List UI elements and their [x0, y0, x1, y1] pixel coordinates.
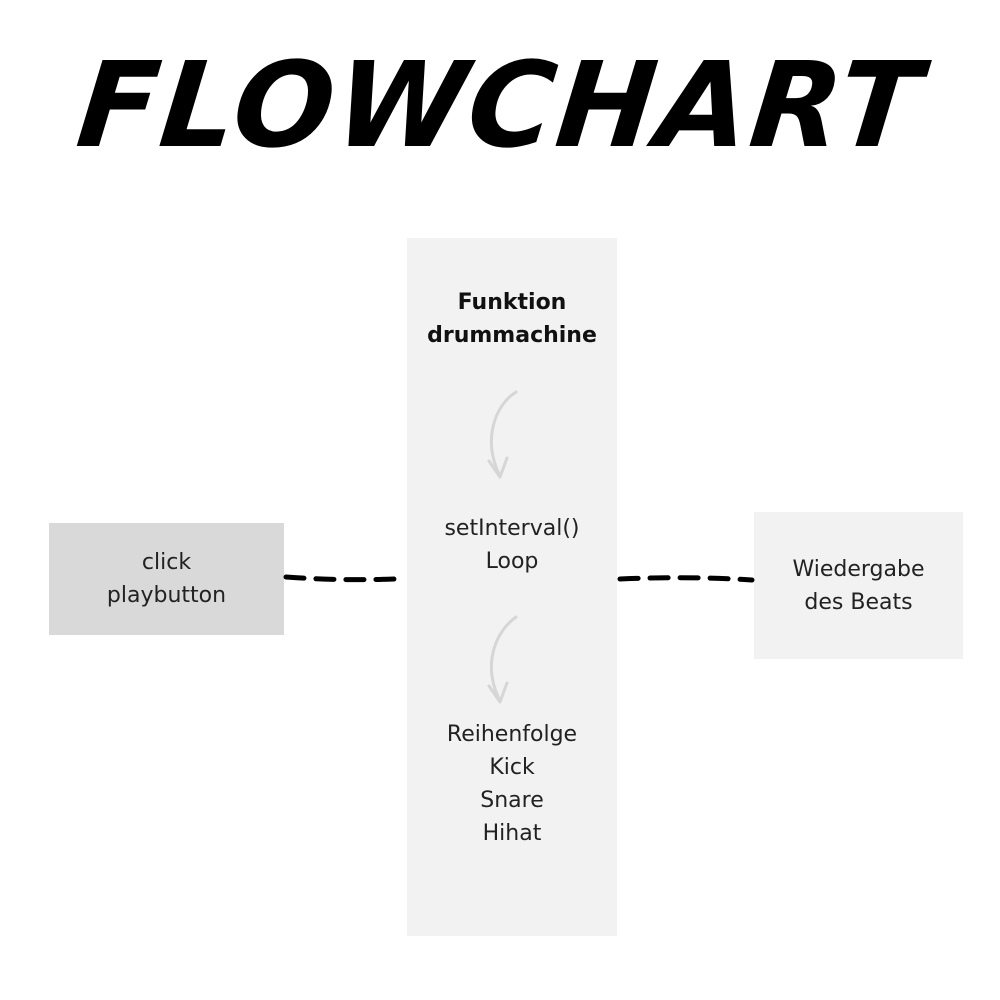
node-click-playbutton: click playbutton [49, 523, 284, 635]
node-left-line-2: playbutton [106, 583, 227, 608]
function-title-line-1: Funktion [457, 290, 567, 315]
order-line-1: Reihenfolge [446, 722, 578, 747]
curved-arrow-2-icon [490, 615, 518, 703]
order-line-3: Snare [480, 788, 544, 813]
connector-center-to-right [617, 575, 755, 583]
node-left-line-1: click [141, 550, 192, 575]
node-right-line-1: Wiedergabe [792, 556, 925, 582]
node-interval-loop: setInterval() Loop [407, 512, 617, 578]
order-line-4: Hihat [482, 821, 542, 846]
connector-left-to-center [283, 574, 398, 583]
function-title-line-2: drummachine [427, 323, 597, 348]
node-playback: Wiedergabe des Beats [754, 512, 963, 659]
node-order: Reihenfolge Kick Snare Hihat [407, 718, 617, 850]
curved-arrow-1-head-icon [487, 456, 509, 479]
loop-line-2: Loop [485, 549, 539, 574]
curved-arrow-2-head-icon [487, 681, 509, 704]
order-line-2: Kick [489, 755, 535, 780]
loop-line-1: setInterval() [444, 516, 580, 541]
node-right-line-2: des Beats [804, 589, 913, 615]
curved-arrow-1-icon [490, 390, 518, 478]
node-function-title: Funktion drummachine [407, 286, 617, 352]
page-title: FLOWCHART [71, 36, 929, 174]
